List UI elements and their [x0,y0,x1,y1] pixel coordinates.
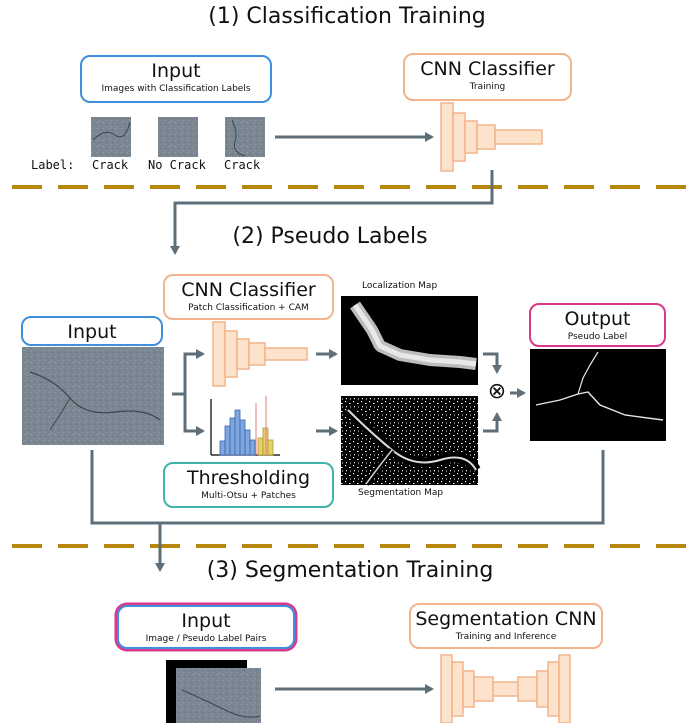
s3-input-title: Input [181,610,231,632]
s2-cnn-box: CNN Classifier Patch Classification + CA… [163,274,334,320]
s2-cnn-network-icon [212,321,308,387]
s2-output-box: Output Pseudo Label [529,303,666,347]
s2-histogram-icon [210,396,280,456]
s1-label-prefix: Label: [31,158,75,172]
s1-input-title: Input [151,60,201,82]
section-title-pseudo-labels: (2) Pseudo Labels [232,224,428,249]
s2-thresholding-subtitle: Multi-Otsu + Patches [201,491,296,501]
s2-thresholding-title: Thresholding [186,467,311,489]
s2-localization-map [341,296,478,385]
s3-cnn-box: Segmentation CNN Training and Inference [409,603,603,649]
s1-cnn-title: CNN Classifier [420,58,555,80]
s1-thumb-crack-1 [91,117,131,157]
s2-split-arrow-bottom [183,394,205,436]
s3-cnn-title: Segmentation CNN [415,608,597,630]
s2-input-title: Input [67,321,117,343]
s3-input-pair-images [166,660,261,723]
s2-cnn-subtitle: Patch Classification + CAM [188,303,309,313]
section-title-segmentation: (3) Segmentation Training [206,558,494,583]
s2-segmentation-map-caption: Segmentation Map [358,488,444,498]
s2-split-arrow-top [172,349,205,396]
s2-segmentation-map [341,396,481,486]
s2-arrow-seg-to-combine [483,412,502,433]
s1-thumb-crack-2 [225,117,265,157]
s3-segmentation-network-icon [440,654,571,723]
s1-label-1: Crack [92,158,129,172]
combine-operator-icon: ⊗ [487,379,507,404]
s1-input-box: Input Images with Classification Labels [80,55,272,103]
s1-thumb-no-crack [158,117,198,157]
s2-output-image [530,349,666,441]
s1-cnn-network-icon [440,102,543,172]
s2-localization-map-caption: Localization Map [362,281,438,291]
s1-input-subtitle: Images with Classification Labels [101,84,251,94]
s3-input-subtitle: Image / Pseudo Label Pairs [145,634,267,644]
s1-label-3: Crack [224,158,261,172]
s1-cnn-subtitle: Training [469,82,506,92]
section-title-classification: (1) Classification Training [208,4,486,29]
s2-input-image [22,347,164,445]
s2-arrow-loc-to-combine [483,352,502,374]
s2-input-box: Input [21,316,163,346]
s2-thresholding-box: Thresholding Multi-Otsu + Patches [163,462,334,508]
s3-input-box: Input Image / Pseudo Label Pairs [117,605,295,649]
s1-cnn-box: CNN Classifier Training [403,53,572,101]
s2-output-subtitle: Pseudo Label [567,332,628,342]
connector-s2-to-s3 [90,450,605,525]
connector-s1-to-s2 [170,170,494,255]
s2-cnn-title: CNN Classifier [181,279,316,301]
s2-output-title: Output [564,308,631,330]
s3-cnn-subtitle: Training and Inference [455,632,557,642]
s1-label-2: No Crack [148,158,206,172]
